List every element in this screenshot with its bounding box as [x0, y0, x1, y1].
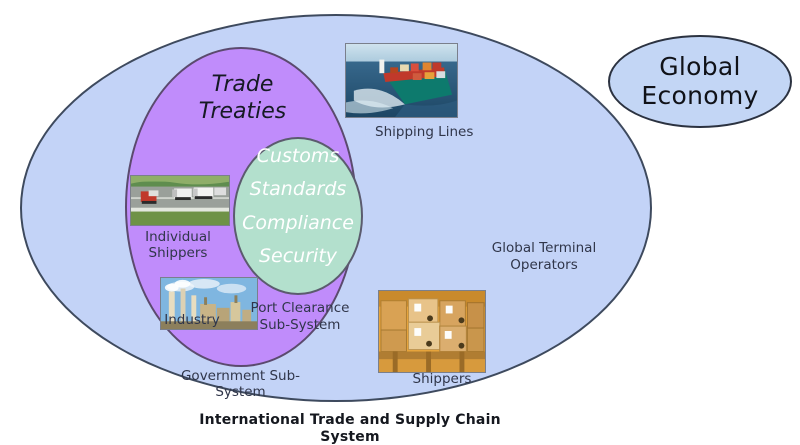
- trade-treaties-heading: Trade Treaties: [198, 72, 287, 124]
- industry-label: Industry: [164, 312, 220, 328]
- diagram-caption: International Trade and Supply Chain Sys…: [199, 412, 501, 445]
- cargo-boxes-photo: [378, 290, 486, 373]
- shippers-label: Shippers: [412, 371, 472, 387]
- port-clearance-terms: Customs Standards Compliance Security: [242, 145, 354, 267]
- port-clearance-subsystem-label: Port Clearance Sub-System: [250, 300, 350, 333]
- port-clearance-subsystem-ellipse: [233, 137, 363, 295]
- shipping-lines-label: Shipping Lines: [375, 124, 474, 140]
- container-ship-photo: [345, 43, 458, 118]
- government-subsystem-label: Government Sub-System: [180, 368, 301, 400]
- industrial-plant-photo: [160, 277, 258, 330]
- global-economy-label: Global Economy: [641, 51, 759, 110]
- highway-trucks-photo: [130, 175, 230, 226]
- global-economy-ellipse: Global Economy: [608, 35, 792, 128]
- global-terminal-operators-label: Global Terminal Operators: [491, 240, 597, 273]
- individual-shippers-label: Individual Shippers: [145, 229, 211, 261]
